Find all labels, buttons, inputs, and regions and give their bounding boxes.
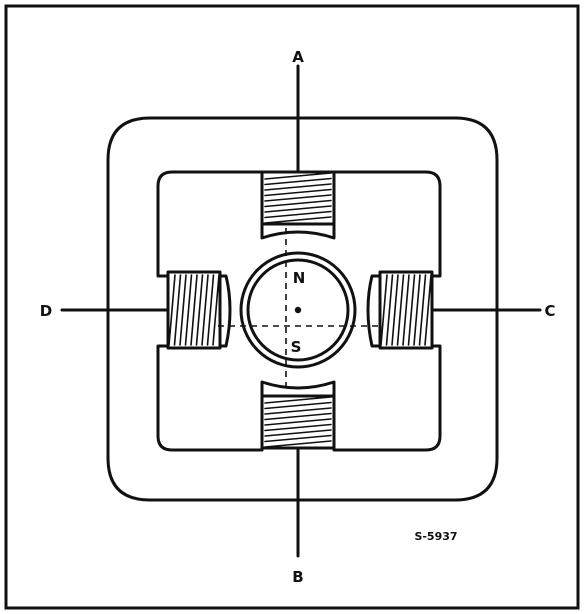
- stator-frame: [106, 116, 499, 502]
- coil-winding: [264, 188, 332, 197]
- coil-winding: [190, 274, 198, 346]
- coil-winding: [264, 434, 332, 443]
- coil-winding: [184, 274, 193, 346]
- coil-winding: [179, 274, 187, 346]
- coil-right: [378, 270, 434, 350]
- rotor-center-dot: [294, 306, 302, 314]
- coil-winding: [206, 274, 215, 346]
- terminal-label-d: D: [40, 302, 52, 320]
- coil-winding: [418, 274, 427, 346]
- coil-top: [260, 170, 336, 226]
- coil-winding: [264, 210, 332, 219]
- coil-winding: [391, 274, 399, 346]
- coil-winding: [264, 172, 332, 180]
- coil-winding: [264, 418, 332, 426]
- terminal-label-a: A: [292, 48, 304, 66]
- coil-winding: [168, 274, 176, 346]
- reference-code: S-5937: [414, 530, 457, 543]
- coil-winding: [264, 216, 332, 224]
- coil-winding: [396, 274, 405, 346]
- coil-winding: [407, 274, 416, 346]
- coil-winding: [264, 412, 332, 421]
- coil-winding: [264, 194, 332, 202]
- coil-winding: [264, 205, 332, 213]
- rotor-inner: [246, 258, 350, 362]
- coil-winding: [264, 401, 332, 410]
- coil-winding: [264, 177, 332, 186]
- coil-winding: [212, 274, 220, 346]
- coil-winding: [264, 183, 332, 191]
- coil-winding: [424, 274, 432, 346]
- coil-winding: [380, 274, 388, 346]
- coil-winding: [402, 274, 410, 346]
- terminal-label-b: B: [292, 568, 303, 586]
- coil-winding: [264, 407, 332, 415]
- coil-bottom: [260, 394, 336, 450]
- coil-winding: [201, 274, 209, 346]
- rotor-label-south: S: [291, 338, 302, 356]
- coil-winding: [413, 274, 421, 346]
- rotor-label-north: N: [293, 269, 306, 287]
- coil-winding: [385, 274, 394, 346]
- coil-winding: [195, 274, 204, 346]
- coil-winding: [264, 423, 332, 432]
- coil-winding: [173, 274, 182, 346]
- coil-left: [166, 270, 222, 350]
- coil-winding: [264, 199, 332, 208]
- coil-winding: [264, 396, 332, 404]
- terminal-label-c: C: [544, 302, 555, 320]
- coil-winding: [264, 429, 332, 437]
- coil-winding: [264, 440, 332, 448]
